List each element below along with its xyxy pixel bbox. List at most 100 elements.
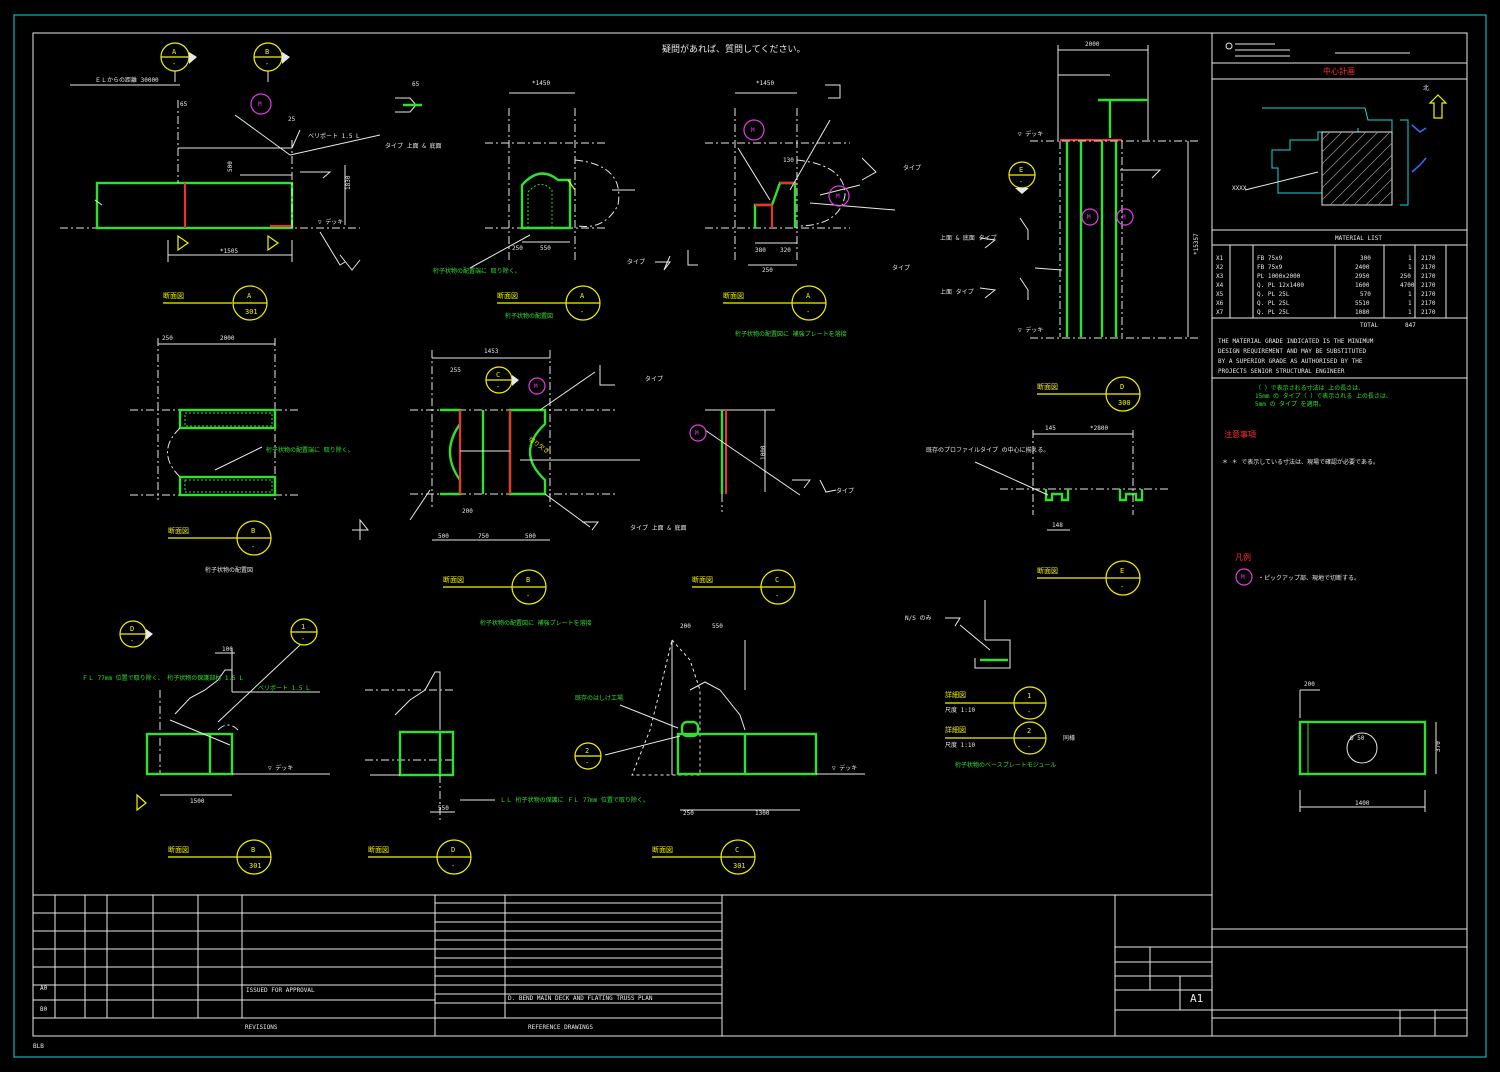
svg-text:FB 75x9: FB 75x9 xyxy=(1257,255,1283,262)
callout-type-both-2: タイプ 上面 & 底面 xyxy=(630,524,686,532)
svg-text:5510: 5510 xyxy=(1355,300,1370,307)
section-marker-c: C - xyxy=(485,366,519,394)
view-section-d-bottom: 550 ＬＬ 桁子状物の保護に ＦＬ 77mm 位置で取り除く。 xyxy=(365,671,649,820)
detail-word-1: 詳細図 xyxy=(945,690,966,699)
reference-label: REFERENCE DRAWINGS xyxy=(528,1024,593,1031)
detail-scale-1: 尺度 1:10 xyxy=(945,706,975,714)
view-section-b-left: 2000 250 桁子状物の配置端に 取り除く。 桁子状物の配置図 xyxy=(130,335,354,574)
section-label-b3: 断面図 B 301 xyxy=(168,839,272,875)
svg-text:-: - xyxy=(301,635,305,643)
callout-deck-3: ▽ デッキ xyxy=(1018,326,1043,334)
svg-text:Q. PL 25L: Q. PL 25L xyxy=(1257,309,1290,316)
svg-text:M: M xyxy=(1122,214,1126,221)
section-marker-d: D - xyxy=(119,620,153,648)
svg-text:断面図: 断面図 xyxy=(497,291,518,300)
section-marker-a-top: A - xyxy=(160,42,197,82)
rev-b0: B0 xyxy=(40,1006,48,1013)
svg-text:断面図: 断面図 xyxy=(1037,382,1058,391)
svg-text:A: A xyxy=(580,292,585,300)
svg-text:C: C xyxy=(775,576,779,584)
svg-text:1: 1 xyxy=(1408,255,1412,262)
detail-hole: Ø 50 xyxy=(1350,735,1365,742)
view-section-b-bottom: 1500 100 ＦＬ 77mm 位置で取り除く、 桁子状物の保護部材 1.5 … xyxy=(82,644,330,812)
svg-text:-: - xyxy=(1027,708,1031,716)
svg-text:301: 301 xyxy=(733,862,746,870)
svg-text:D: D xyxy=(451,846,455,854)
grade-note-0: THE MATERIAL GRADE INDICATED IS THE MINI… xyxy=(1218,338,1374,345)
callout-deck-2: ▽ デッキ xyxy=(1018,130,1043,138)
section-label-b2: 断面図 B - xyxy=(443,569,547,605)
svg-text:M: M xyxy=(751,127,755,134)
dim-500-c: 500 xyxy=(438,533,449,540)
view-section-c-center: 1453 500 750 500 255 200 切り欠き タイプ タイプ 上面… xyxy=(352,348,686,541)
callout-both-type2: 上面 タイプ xyxy=(940,288,974,296)
svg-text:2170: 2170 xyxy=(1421,300,1436,307)
svg-text:-: - xyxy=(251,543,255,551)
sheet-size: A1 xyxy=(1190,992,1203,1005)
callout-levels: ＥＬからの距離 30000 xyxy=(95,76,159,84)
callout-type-1: タイプ xyxy=(903,164,921,172)
detail-dim-top: 200 xyxy=(1304,681,1315,688)
svg-text:X2: X2 xyxy=(1216,264,1224,271)
dim-1450b: *1450 xyxy=(756,80,774,87)
view-section-c-plate: M 1000 タイプ xyxy=(689,409,854,512)
svg-text:-: - xyxy=(172,60,176,68)
callout-type-5: タイプ xyxy=(836,487,854,495)
callout-ns-only: N/S のみ xyxy=(905,615,931,622)
svg-text:-: - xyxy=(1027,743,1031,751)
svg-text:Q. PL 25L: Q. PL 25L xyxy=(1257,291,1290,298)
svg-text:4700: 4700 xyxy=(1400,282,1415,289)
svg-text:2950: 2950 xyxy=(1355,273,1370,280)
rev-issued: ISSUED FOR APPROVAL xyxy=(246,987,315,994)
notes-line: ＊ ＊ で表示している寸法は、現場で確認が必要である。 xyxy=(1222,458,1379,466)
view-section-c-bottom: 200 550 250 1300 既存のはしけ工場 ▽ デッキ xyxy=(575,623,865,817)
svg-text:2170: 2170 xyxy=(1421,273,1436,280)
legend-mark: M xyxy=(1241,574,1245,581)
dim-2800: *2800 xyxy=(1090,425,1108,432)
legend-text: ・ピックアップ部、現地で切断する。 xyxy=(1258,574,1360,582)
callout-profile: 既存のプロファイルタイプ の中心に揃える。 xyxy=(926,446,1049,454)
dim-1453: 1453 xyxy=(484,348,499,355)
revision-label: REVISIONS xyxy=(245,1024,278,1031)
svg-text:1: 1 xyxy=(301,623,305,631)
svg-text:M: M xyxy=(836,193,840,200)
dim-1300: 1300 xyxy=(755,810,770,817)
grade-note-2: BY A SUPERIOR GRADE AS AUTHORISED BY THE xyxy=(1218,358,1363,365)
svg-text:-: - xyxy=(1120,583,1124,591)
dim-250-d: 250 xyxy=(683,810,694,817)
section-label-c2: 断面図 C 301 xyxy=(652,839,756,875)
svg-text:断面図: 断面図 xyxy=(163,291,184,300)
view-section-a-mid: *1450 250 550 桁子状物の配置端に 取り除く。 桁子状物の配置図 xyxy=(433,80,635,320)
jp-note-2: 15mm の タイプ（ ）で表示される 上の長さは、 xyxy=(1255,392,1392,400)
callout-deck-4: ▽ デッキ xyxy=(268,764,293,772)
dim-200-c: 200 xyxy=(462,508,473,515)
dim-1450a: *1450 xyxy=(532,80,550,87)
dim-145: 145 xyxy=(1045,425,1056,432)
dim-550a: 550 xyxy=(540,245,551,252)
dim-148: 148 xyxy=(1052,522,1063,529)
svg-text:570: 570 xyxy=(1360,291,1371,298)
section-label-e1: 断面図 E - xyxy=(1037,560,1141,596)
svg-text:X7: X7 xyxy=(1216,309,1224,316)
dim-1830: 1830 xyxy=(345,175,352,190)
svg-text:断面図: 断面図 xyxy=(368,845,389,854)
svg-text:250: 250 xyxy=(1400,273,1411,280)
dim-65: 65 xyxy=(180,101,188,108)
inner-border xyxy=(32,32,1468,1037)
svg-text:1: 1 xyxy=(1408,300,1412,307)
svg-text:-: - xyxy=(806,308,810,316)
svg-text:1: 1 xyxy=(1408,309,1412,316)
dim-250-c: 200 xyxy=(680,623,691,630)
callout-bead-2: ベリポート 1.5 L xyxy=(258,684,310,692)
callout-plate-arrange-1: 桁子状物の配置図 xyxy=(505,312,553,320)
left-code: BLB xyxy=(33,1043,44,1050)
section-label-d2: 断面図 D 300 xyxy=(1037,376,1141,412)
detail-word-2: 詳細図 xyxy=(945,725,966,734)
svg-text:断面図: 断面図 xyxy=(443,575,464,584)
section-label-a2: 断面図 A - xyxy=(497,285,601,321)
callout-plate-arrange-b: 桁子状物の配置図 xyxy=(205,566,253,574)
view-section-a-right: M M *1450 380 320 250 130 タイプ タイプ タイプ 桁子… xyxy=(627,80,921,338)
svg-text:-: - xyxy=(526,592,530,600)
section-marker-b-top: B - xyxy=(253,42,290,82)
